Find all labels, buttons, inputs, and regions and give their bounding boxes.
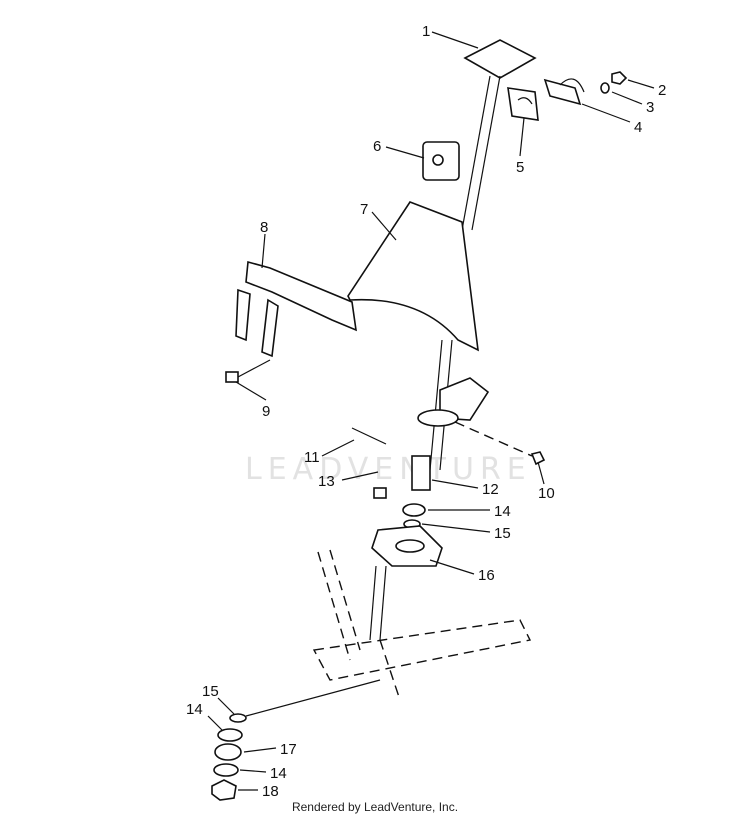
part-18-nut	[211, 779, 237, 801]
callout-7: 7	[360, 201, 368, 218]
callout-10: 10	[538, 485, 555, 502]
callout-16: 16	[478, 567, 495, 584]
part-11-cotter-pin	[351, 427, 387, 445]
frame-phantom	[312, 549, 532, 701]
callout-4: 4	[634, 119, 642, 136]
part-16-bearing-housing	[371, 525, 443, 567]
callout-13: 13	[318, 473, 335, 490]
part-14-washer-lower-b	[213, 763, 239, 777]
part-14-washer-lower-a	[217, 728, 243, 742]
part-14-washer-upper	[402, 503, 426, 517]
callout-2: 2	[658, 82, 666, 99]
part-2-nut	[611, 71, 628, 85]
callout-5: 5	[516, 159, 524, 176]
callout-9: 9	[262, 403, 270, 420]
callout-15-upper: 15	[494, 525, 511, 542]
part-15-ring-lower	[229, 713, 247, 723]
callout-1: 1	[422, 23, 430, 40]
callout-14-upper: 14	[494, 503, 511, 520]
part-8-bracket	[235, 260, 357, 358]
dash-shroud	[347, 201, 479, 352]
callout-17: 17	[280, 741, 297, 758]
callout-8: 8	[260, 219, 268, 236]
part-10-nut	[530, 451, 546, 466]
callout-12: 12	[482, 481, 499, 498]
part-17-bearing	[214, 743, 242, 761]
callout-15-lower: 15	[202, 683, 219, 700]
part-4-clamp	[543, 78, 585, 106]
callout-11: 11	[304, 449, 320, 466]
callout-3: 3	[646, 99, 654, 116]
callout-18: 18	[262, 783, 279, 800]
part-12-coupler	[411, 455, 431, 491]
footer-credit: Rendered by LeadVenture, Inc.	[291, 800, 459, 814]
callout-14-lower-b: 14	[270, 765, 287, 782]
part-column-bracket	[417, 377, 490, 427]
part-5-bushing	[507, 87, 539, 121]
watermark: LEADVENTURE	[245, 452, 532, 487]
part-13-bolt	[373, 487, 387, 499]
callout-6: 6	[373, 138, 381, 155]
part-3-washer	[600, 82, 610, 94]
callout-14-lower-a: 14	[186, 701, 203, 718]
leader-lines	[207, 31, 655, 791]
part-6-grommet	[422, 141, 460, 181]
part-9-bolt	[225, 359, 271, 383]
